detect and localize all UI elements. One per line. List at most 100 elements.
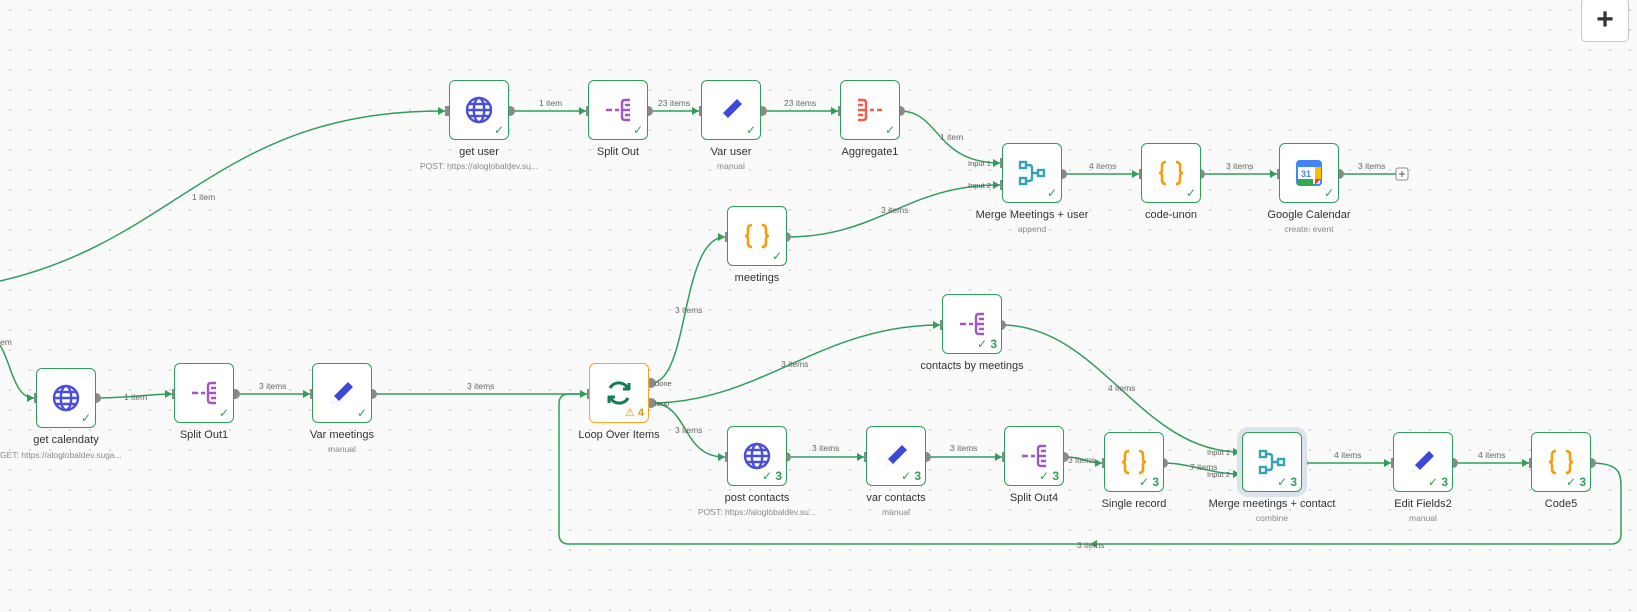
edge-loop-to-post-contacts	[650, 402, 726, 458]
success-count: ✓ 3	[1276, 475, 1297, 489]
pencil-icon	[879, 439, 913, 473]
node-single-record[interactable]: ✓ 3	[1104, 432, 1164, 492]
pencil-icon	[325, 376, 359, 410]
node-get-user[interactable]: ✓	[449, 80, 509, 140]
node-merge-meetings-contact[interactable]: ✓ 3	[1242, 432, 1302, 492]
edge-label: 3 items	[1358, 161, 1386, 171]
node-get-calendaty[interactable]: ✓	[36, 368, 96, 428]
node-edit-fields2[interactable]: ✓ 3	[1393, 432, 1453, 492]
input-1-label: Input 1	[1207, 448, 1230, 457]
node-label: Var meetings	[310, 429, 374, 441]
add-node-button[interactable]: +	[1581, 0, 1629, 42]
node-label: Split Out1	[179, 429, 229, 441]
edge-label: 1 item	[192, 192, 216, 202]
node-split-out[interactable]: ✓	[588, 80, 648, 140]
code-braces-icon	[740, 219, 774, 253]
edge-label: 23 items	[784, 98, 817, 108]
node-subtitle: append	[1017, 224, 1047, 234]
edge-label: 4 items	[1478, 450, 1506, 460]
success-count: ✓ 3	[761, 469, 782, 483]
edge-label: 3 items	[781, 359, 809, 369]
edge-label: 3 items	[1068, 455, 1096, 465]
edge-label: 4 items	[1108, 383, 1136, 393]
success-check-icon: ✓	[771, 249, 782, 263]
success-check-icon: ✓	[632, 123, 643, 137]
node-label: get calendaty	[33, 434, 99, 446]
edge-label: 3 items	[812, 443, 840, 453]
node-label: var contacts	[866, 492, 926, 504]
node-loop-over-items[interactable]: ⚠ 4	[589, 363, 649, 423]
success-count: ✓ 3	[1427, 475, 1448, 489]
node-label: Code5	[1544, 498, 1578, 510]
input-1-label: Input 1	[968, 159, 991, 168]
node-google-calendar[interactable]: 31 ✓	[1279, 143, 1339, 203]
split-out-icon	[1017, 439, 1051, 473]
edge-single-record-to-merge-input2	[1162, 462, 1241, 475]
node-meetings[interactable]: ✓	[727, 206, 787, 266]
edge-label: 3 items	[1226, 161, 1254, 171]
node-label: contacts by meetings	[920, 360, 1024, 372]
node-label: meetings	[734, 272, 780, 284]
node-var-user[interactable]: ✓	[701, 80, 761, 140]
edge-label: 3 items	[467, 381, 495, 391]
node-merge-meetings-user[interactable]: ✓	[1002, 143, 1062, 203]
globe-icon	[49, 381, 83, 415]
success-check-icon: ✓	[80, 411, 91, 425]
edge-label: 3 items	[675, 305, 703, 315]
node-label: Loop Over Items	[578, 429, 660, 441]
edge-meetings-to-merge-input2	[785, 184, 1001, 238]
node-label: Edit Fields2	[1394, 498, 1452, 510]
code-braces-icon	[1117, 445, 1151, 479]
node-label: Merge Meetings + user	[975, 209, 1089, 221]
edge-label: 3 items	[950, 443, 978, 453]
google-calendar-icon: 31	[1292, 156, 1326, 190]
node-var-meetings[interactable]: ✓	[312, 363, 372, 423]
success-check-icon: ✓	[1185, 186, 1196, 200]
node-label: Split Out4	[1009, 492, 1059, 504]
node-split-out1[interactable]: ✓	[174, 363, 234, 423]
edge-contacts-by-meetings-to-merge-input1	[1000, 324, 1241, 453]
globe-icon	[462, 93, 496, 127]
node-aggregate1[interactable]: ✓	[840, 80, 900, 140]
node-contacts-by-meetings[interactable]: ✓ 3	[942, 294, 1002, 354]
edge-code5-back-to-loop	[558, 393, 1622, 545]
edge-loop-to-contacts-by-meetings	[650, 324, 941, 404]
edge-label: 7 items	[1190, 462, 1218, 472]
node-label: post contacts	[724, 492, 790, 504]
edge-label: 3 items	[881, 205, 909, 215]
success-check-icon: ✓	[493, 123, 504, 137]
node-subtitle: GET: https://aloglobaldev.suga...	[0, 450, 122, 460]
edge-label: 3 items	[259, 381, 287, 391]
node-var-contacts[interactable]: ✓ 3	[866, 426, 926, 486]
edge-loop-to-meetings	[650, 236, 726, 384]
node-subtitle: manual	[328, 444, 356, 454]
split-out-icon	[601, 93, 635, 127]
node-code-unon[interactable]: ✓	[1141, 143, 1201, 203]
input-2-label: Input 2	[968, 181, 991, 190]
success-check-icon: ✓	[1046, 186, 1057, 200]
output-loop-label: loop	[655, 399, 670, 408]
node-label: Merge meetings + contact	[1208, 498, 1336, 510]
globe-icon	[740, 439, 774, 473]
node-subtitle: manual	[717, 161, 745, 171]
split-out-icon	[187, 376, 221, 410]
node-split-out4[interactable]: ✓ 3	[1004, 426, 1064, 486]
loop-refresh-icon	[602, 376, 636, 410]
edge-left-to-get-user	[0, 110, 446, 282]
split-out-icon	[955, 307, 989, 341]
node-code5[interactable]: ✓ 3	[1531, 432, 1591, 492]
edge-label: 23 items	[658, 98, 691, 108]
edge-label: 1 item	[539, 98, 563, 108]
success-count: ✓ 3	[1038, 469, 1059, 483]
pencil-icon	[1406, 445, 1440, 479]
node-label: Split Out	[596, 146, 640, 158]
node-subtitle: POST: https://aloglobaldev.su...	[420, 161, 538, 171]
edge-label: 3 items	[675, 425, 703, 435]
success-count: ✓ 3	[900, 469, 921, 483]
edge-label: 1 item	[124, 392, 148, 402]
node-label: Aggregate1	[841, 146, 899, 158]
input-2-label: Input 2	[1207, 470, 1230, 479]
edge-label: 4 items	[1089, 161, 1117, 171]
node-post-contacts[interactable]: ✓ 3	[727, 426, 787, 486]
